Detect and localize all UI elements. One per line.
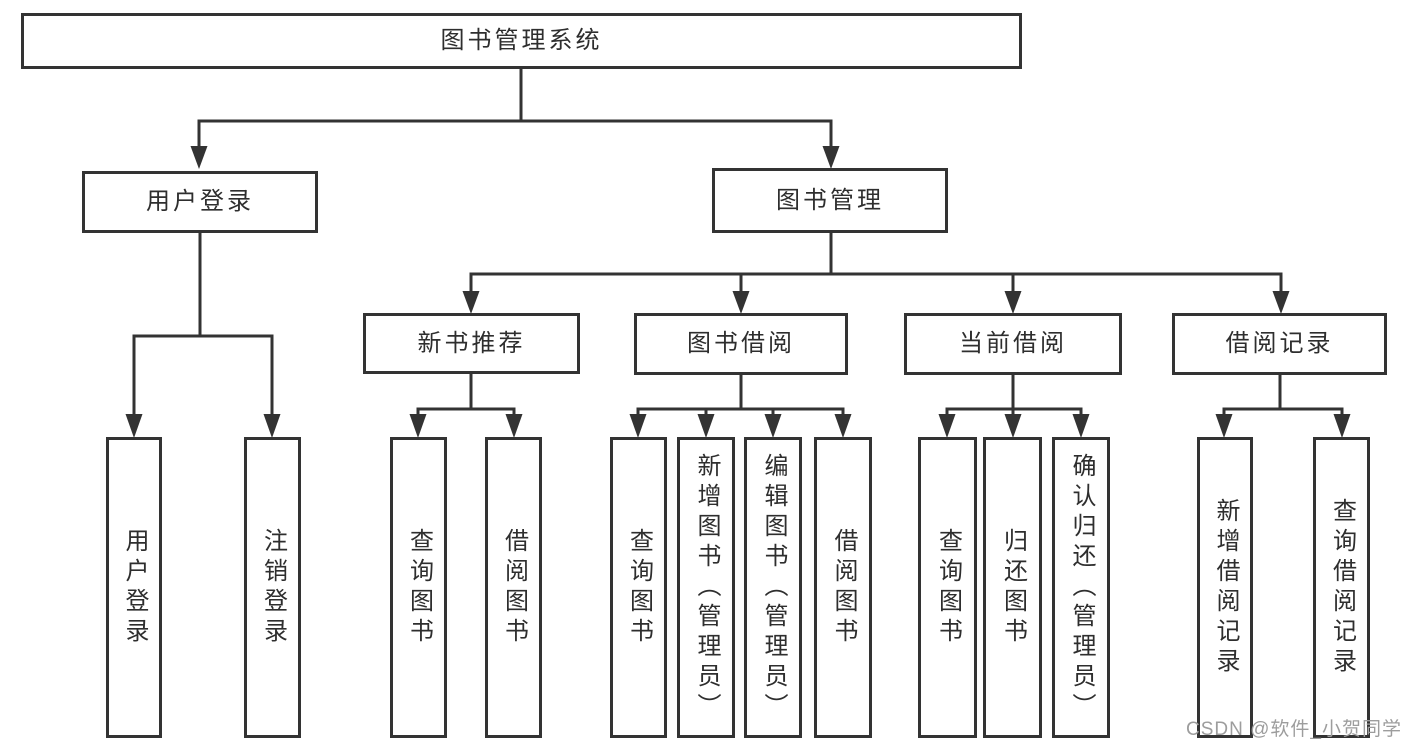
arrow-down-icon bbox=[1272, 291, 1290, 314]
tree-edges bbox=[132, 68, 1344, 415]
node-current-borrow: 当前借阅 bbox=[904, 313, 1122, 375]
leaf-add-books-admin: 新增图书（管理员） bbox=[677, 437, 735, 738]
node-label: 图书借阅 bbox=[687, 330, 795, 357]
node-label: 用户登录 bbox=[121, 527, 148, 648]
leaf-query-books-3: 查询图书 bbox=[918, 437, 977, 738]
leaf-add-borrow-record: 新增借阅记录 bbox=[1197, 437, 1253, 738]
node-label: 借阅记录 bbox=[1225, 330, 1334, 357]
node-user-login: 用户登录 bbox=[82, 171, 318, 233]
leaf-confirm-return-admin: 确认归还（管理员） bbox=[1052, 437, 1110, 738]
arrowheads bbox=[125, 146, 1351, 438]
arrow-down-icon bbox=[732, 291, 750, 314]
leaf-query-borrow-record: 查询借阅记录 bbox=[1313, 437, 1370, 738]
arrow-down-icon bbox=[1004, 414, 1022, 438]
node-book-borrow: 图书借阅 bbox=[634, 313, 848, 375]
arrow-down-icon bbox=[764, 414, 782, 438]
node-label: 借阅图书 bbox=[500, 527, 528, 648]
node-borrow-records: 借阅记录 bbox=[1172, 313, 1387, 375]
arrow-down-icon bbox=[1072, 414, 1090, 438]
arrow-down-icon bbox=[822, 146, 840, 169]
node-label: 借阅图书 bbox=[830, 527, 857, 648]
arrow-down-icon bbox=[505, 414, 523, 438]
leaf-borrow-books-2: 借阅图书 bbox=[814, 437, 872, 738]
arrow-down-icon bbox=[409, 414, 427, 438]
leaf-query-books-1: 查询图书 bbox=[390, 437, 447, 738]
arrow-down-icon bbox=[125, 414, 143, 438]
arrow-down-icon bbox=[263, 414, 281, 438]
node-label: 注销登录 bbox=[259, 527, 287, 648]
leaf-query-books-2: 查询图书 bbox=[610, 437, 667, 738]
leaf-edit-books-admin: 编辑图书（管理员） bbox=[744, 437, 802, 738]
node-label: 查询借阅记录 bbox=[1328, 497, 1356, 678]
node-label: 图书管理 bbox=[776, 186, 884, 214]
leaf-user-login: 用户登录 bbox=[106, 437, 162, 738]
node-label: 查询图书 bbox=[934, 527, 962, 648]
leaf-borrow-books-1: 借阅图书 bbox=[485, 437, 542, 738]
arrow-down-icon bbox=[1333, 414, 1351, 438]
csdn-watermark: CSDN @软件_小贺同学 bbox=[1186, 719, 1402, 740]
node-root: 图书管理系统 bbox=[21, 13, 1022, 69]
node-label: 当前借阅 bbox=[959, 330, 1067, 357]
node-label: 用户登录 bbox=[146, 188, 254, 215]
arrow-down-icon bbox=[1004, 291, 1022, 314]
arrow-down-icon bbox=[697, 414, 715, 438]
arrow-down-icon bbox=[938, 414, 956, 438]
arrow-down-icon bbox=[834, 414, 852, 438]
leaf-logout: 注销登录 bbox=[244, 437, 301, 738]
node-label: 新书推荐 bbox=[417, 329, 526, 357]
node-label: 编辑图书（管理员） bbox=[760, 452, 787, 723]
node-label: 查询图书 bbox=[625, 527, 653, 648]
node-label: 归还图书 bbox=[999, 527, 1027, 648]
node-label: 查询图书 bbox=[405, 527, 433, 648]
node-label: 新增图书（管理员） bbox=[693, 452, 720, 723]
node-label: 图书管理系统 bbox=[440, 27, 603, 54]
node-label: 新增借阅记录 bbox=[1212, 497, 1239, 678]
node-label: 确认归还（管理员） bbox=[1068, 452, 1095, 723]
arrow-down-icon bbox=[462, 291, 480, 314]
arrow-down-icon bbox=[629, 414, 647, 438]
node-new-book-recommend: 新书推荐 bbox=[363, 313, 580, 374]
arrow-down-icon bbox=[190, 146, 208, 169]
leaf-return-books: 归还图书 bbox=[983, 437, 1042, 738]
arrow-down-icon bbox=[1215, 414, 1233, 438]
node-book-management: 图书管理 bbox=[712, 168, 948, 233]
